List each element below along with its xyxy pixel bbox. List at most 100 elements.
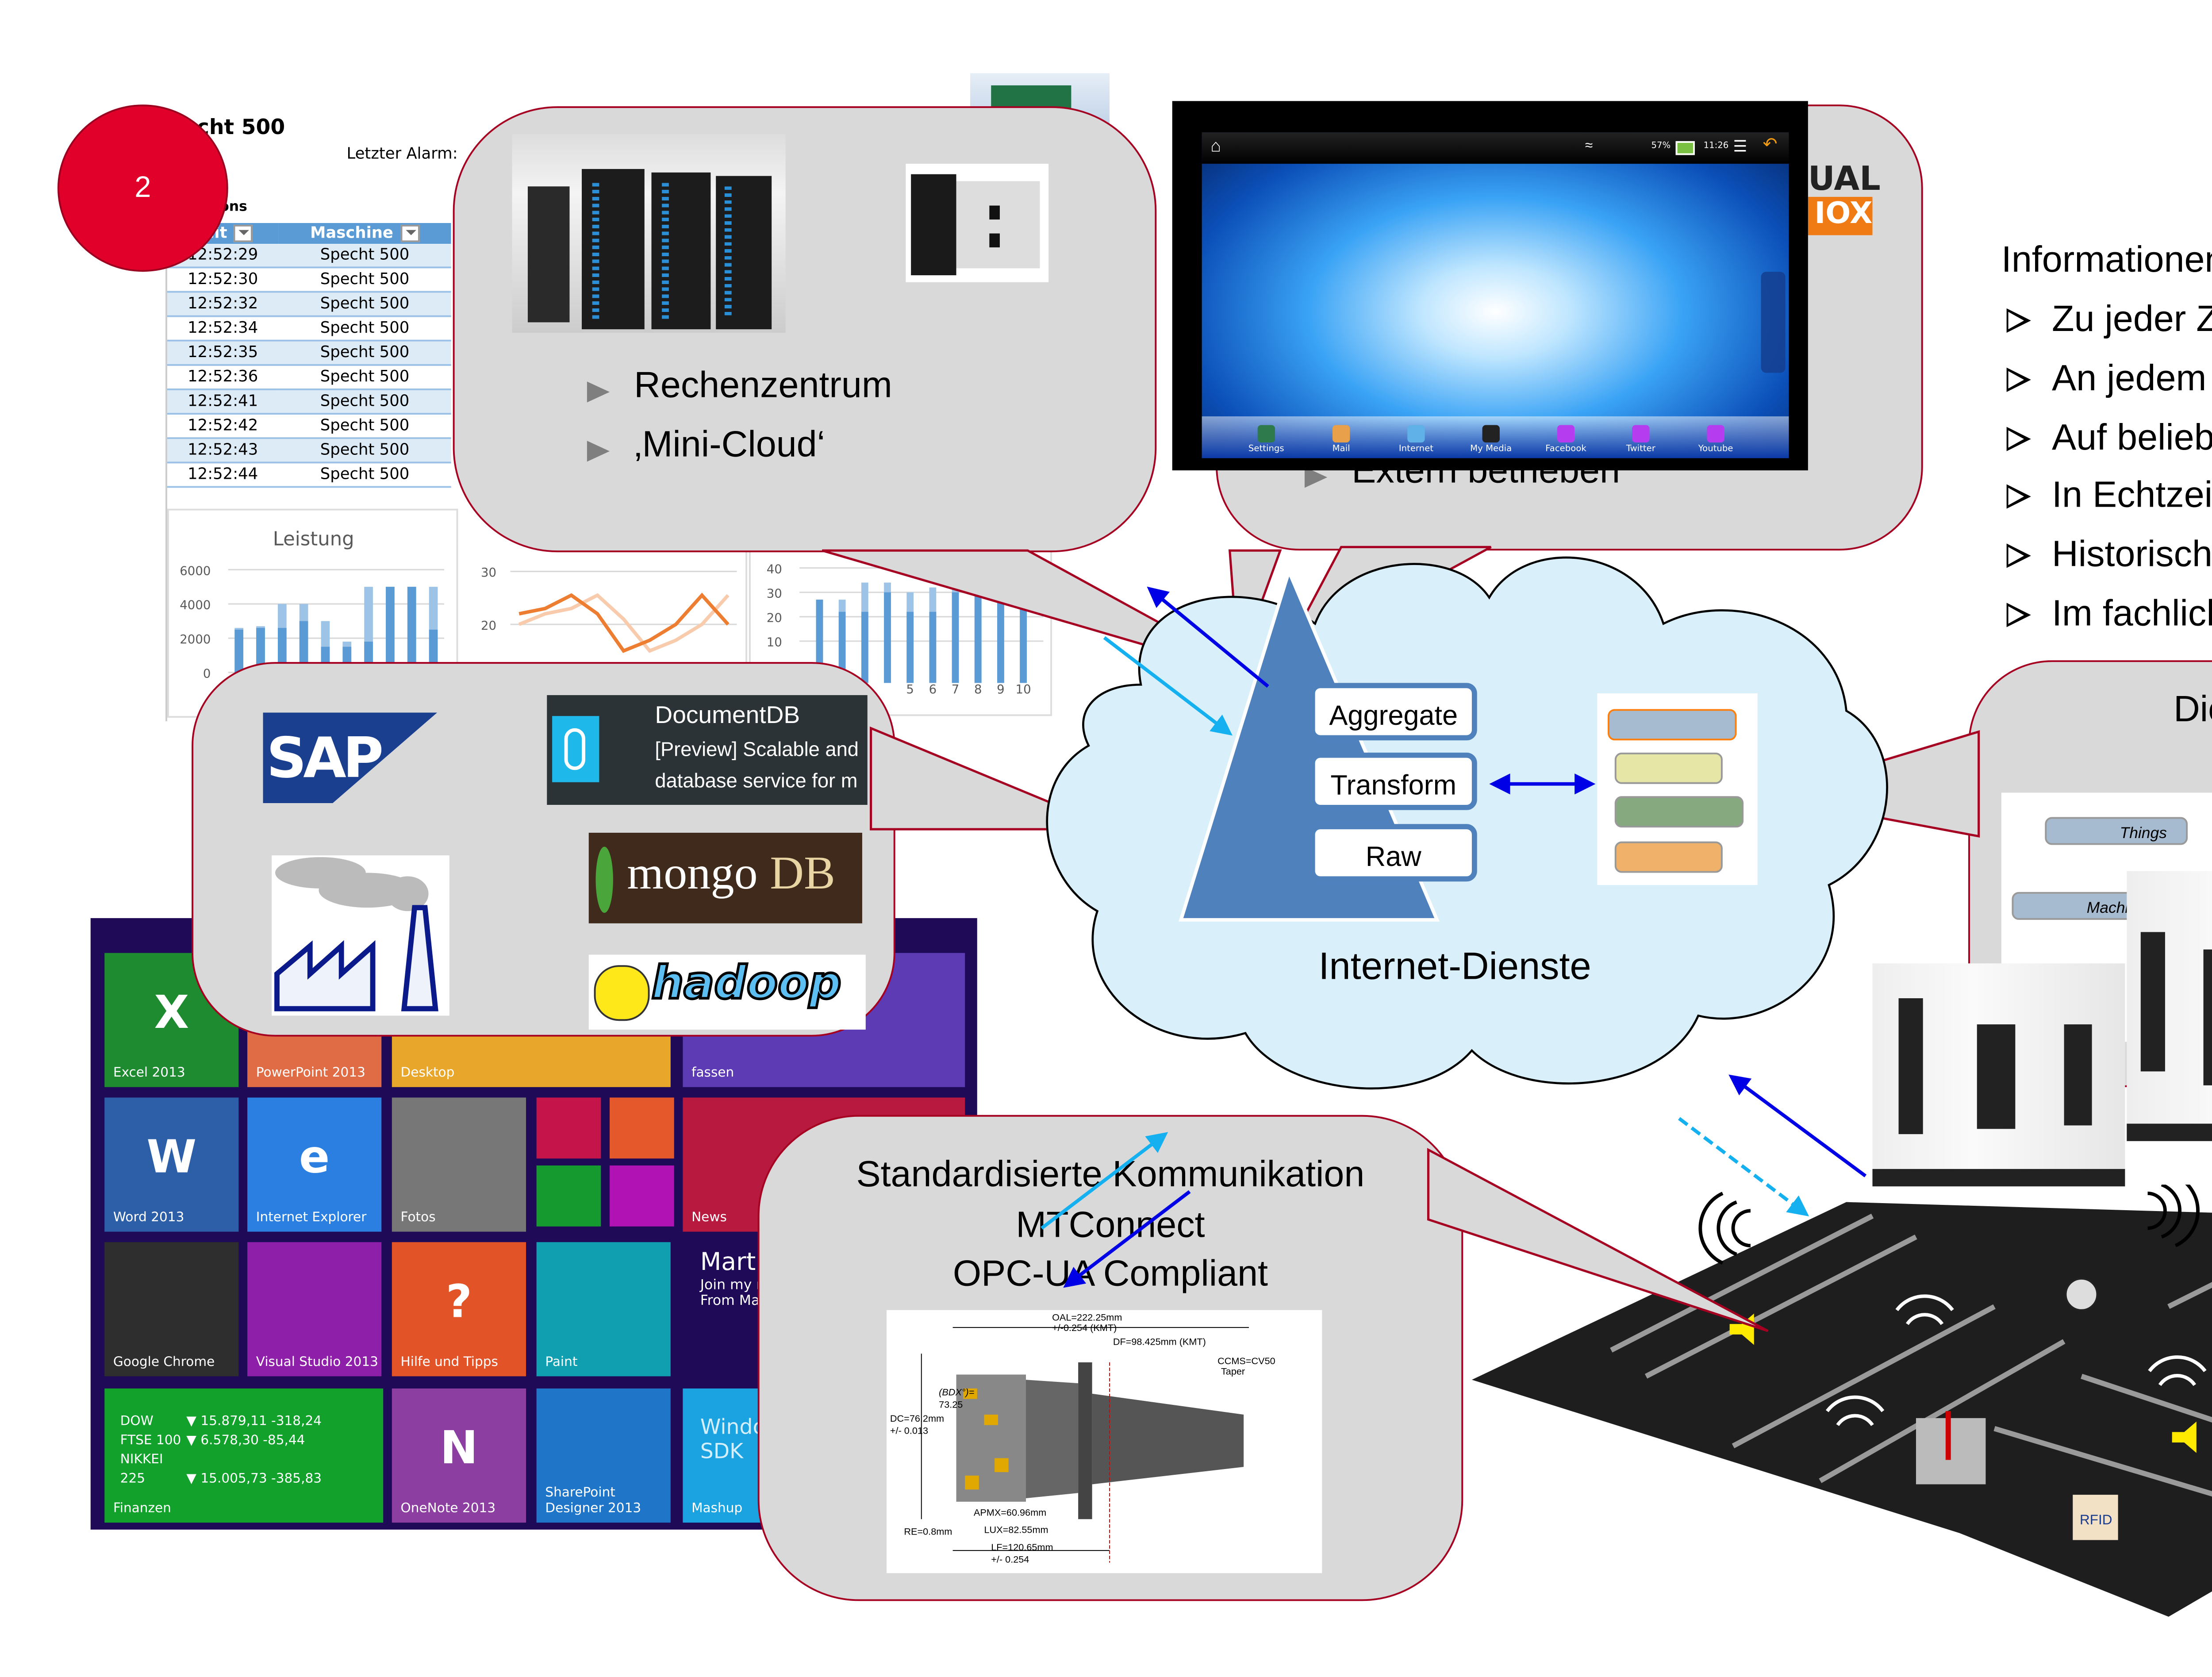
tile-paint[interactable]: Paint bbox=[536, 1242, 671, 1377]
dock-item-facebook[interactable]: Facebook bbox=[1540, 425, 1592, 455]
music-icon[interactable] bbox=[610, 1097, 674, 1159]
tile-sharepoint-designer-2013[interactable]: SharePoint Designer 2013 bbox=[536, 1388, 671, 1523]
dock-item-youtube[interactable]: Youtube bbox=[1690, 425, 1742, 455]
cell-maschine[interactable]: Specht 500 bbox=[278, 389, 451, 415]
dock-item-internet[interactable]: Internet bbox=[1390, 425, 1442, 455]
communication-line-2: MTConnect bbox=[1016, 1204, 1205, 1245]
callout-datacenter: Rechenzentrum ‚Mini-Cloud‘ bbox=[453, 106, 1157, 553]
bar-base bbox=[256, 628, 265, 673]
filter-dropdown-icon[interactable] bbox=[234, 224, 253, 242]
dim-df: DF=98.425mm (KMT) bbox=[1113, 1338, 1206, 1349]
cell-maschine[interactable]: Specht 500 bbox=[278, 414, 451, 439]
tile-label: Word 2013 bbox=[113, 1209, 184, 1225]
info-heading: Informationen verfügbar machen bbox=[2001, 240, 2212, 281]
tile-label: SharePoint Designer 2013 bbox=[545, 1484, 641, 1516]
menu-icon[interactable]: ☰ bbox=[1733, 138, 1747, 155]
info-list: Informationen verfügbar machen Zu jeder … bbox=[2001, 240, 2212, 653]
tablet-side-panel[interactable] bbox=[1761, 272, 1786, 373]
dim-dc: DC=76.2mm bbox=[890, 1415, 945, 1425]
tablet-dock: Settings Mail Internet My Media Facebook Twit… bbox=[1202, 416, 1789, 458]
bullet-arrow-icon bbox=[2006, 485, 2031, 510]
bullet-arrow-icon bbox=[2006, 367, 2031, 392]
home-icon[interactable]: ⌂ bbox=[1210, 138, 1221, 157]
cell-maschine[interactable]: Specht 500 bbox=[278, 316, 451, 342]
tile-label: Visual Studio 2013 bbox=[256, 1354, 378, 1369]
cell-zeit[interactable]: 12:52:34 bbox=[167, 316, 279, 342]
info-item: An jedem Ort bbox=[2001, 358, 2212, 417]
tile-icon: N bbox=[440, 1423, 478, 1475]
tile-label: fassen bbox=[691, 1064, 734, 1081]
y-tick-label: 10 bbox=[767, 635, 782, 650]
communication-text: Standardisierte Kommunikation MTConnect … bbox=[760, 1151, 1462, 1300]
cell-zeit[interactable]: 12:52:43 bbox=[167, 438, 279, 464]
cell-zeit[interactable]: 12:52:36 bbox=[167, 365, 279, 390]
tile-onenote-2013[interactable]: N OneNote 2013 bbox=[392, 1388, 526, 1523]
node-inject[interactable] bbox=[1608, 709, 1737, 741]
app-icon bbox=[1332, 425, 1350, 443]
tile-label: OneNote 2013 bbox=[400, 1500, 496, 1516]
cell-maschine[interactable]: Specht 500 bbox=[278, 292, 451, 317]
node-debug[interactable] bbox=[1614, 796, 1744, 828]
flow-node-machine: Machir bbox=[2012, 892, 2134, 920]
cell-zeit[interactable]: 12:52:35 bbox=[167, 340, 279, 366]
bar-base bbox=[906, 612, 914, 683]
dock-item-settings[interactable]: Settings bbox=[1240, 425, 1292, 455]
pyramid-level-raw[interactable]: Raw bbox=[1310, 824, 1477, 882]
tile-google-chrome[interactable]: Google Chrome bbox=[104, 1242, 239, 1377]
node-json[interactable] bbox=[1614, 841, 1723, 873]
pyramid-level-transform[interactable]: Transform bbox=[1310, 752, 1477, 810]
tile-fotos[interactable]: Fotos bbox=[392, 1097, 526, 1232]
visual-box-logo-bottom: IOX bbox=[1808, 196, 1873, 235]
cell-maschine[interactable]: Specht 500 bbox=[278, 365, 451, 390]
bar-base bbox=[884, 592, 891, 683]
cell-zeit[interactable]: 12:52:44 bbox=[167, 462, 279, 488]
dim-oal: OAL=222.25mm bbox=[1052, 1313, 1122, 1324]
x-tick-label: 6 bbox=[929, 682, 937, 696]
games-icon[interactable] bbox=[536, 1165, 601, 1227]
cell-zeit[interactable]: 12:52:30 bbox=[167, 267, 279, 293]
column-header-maschine[interactable]: Maschine bbox=[278, 223, 451, 244]
cell-zeit[interactable]: 12:52:41 bbox=[167, 389, 279, 415]
camera-icon[interactable] bbox=[610, 1165, 674, 1227]
tile-visual-studio-2013[interactable]: Visual Studio 2013 bbox=[247, 1242, 382, 1377]
dock-item-mail[interactable]: Mail bbox=[1315, 425, 1367, 455]
app-icon bbox=[1407, 425, 1425, 443]
node-red-palette bbox=[1597, 693, 1758, 885]
pyramid-level-aggregate[interactable]: Aggregate bbox=[1310, 683, 1477, 741]
dock-item-my-media[interactable]: My Media bbox=[1465, 425, 1517, 455]
cell-maschine[interactable]: Specht 500 bbox=[278, 267, 451, 293]
services-title: Dienste verbinden bbox=[2174, 690, 2212, 730]
x-tick-label: 5 bbox=[906, 682, 914, 696]
tile-finanzen[interactable]: Finanzen bbox=[104, 1388, 384, 1523]
video-icon[interactable] bbox=[536, 1097, 601, 1159]
tile-hilfe-und-tipps[interactable]: ?Hilfe und Tipps bbox=[392, 1242, 526, 1377]
cell-maschine[interactable]: Specht 500 bbox=[278, 244, 451, 269]
cell-zeit[interactable]: 12:52:32 bbox=[167, 292, 279, 317]
cell-zeit[interactable]: 12:52:42 bbox=[167, 414, 279, 439]
info-item-text: Historisch bbox=[2052, 535, 2212, 576]
mongodb-text-mongo: mongo bbox=[627, 846, 758, 899]
node-function[interactable] bbox=[1614, 752, 1723, 784]
cell-maschine[interactable]: Specht 500 bbox=[278, 340, 451, 366]
cell-maschine[interactable]: Specht 500 bbox=[278, 462, 451, 488]
filter-dropdown-icon[interactable] bbox=[400, 224, 420, 242]
dock-item-twitter[interactable]: Twitter bbox=[1615, 425, 1667, 455]
cell-maschine[interactable]: Specht 500 bbox=[278, 438, 451, 464]
bullet-arrow-icon bbox=[2006, 544, 2031, 569]
info-item: Auf beliebigen Endgeräten bbox=[2001, 417, 2212, 476]
back-icon[interactable]: ↶ bbox=[1763, 136, 1778, 155]
